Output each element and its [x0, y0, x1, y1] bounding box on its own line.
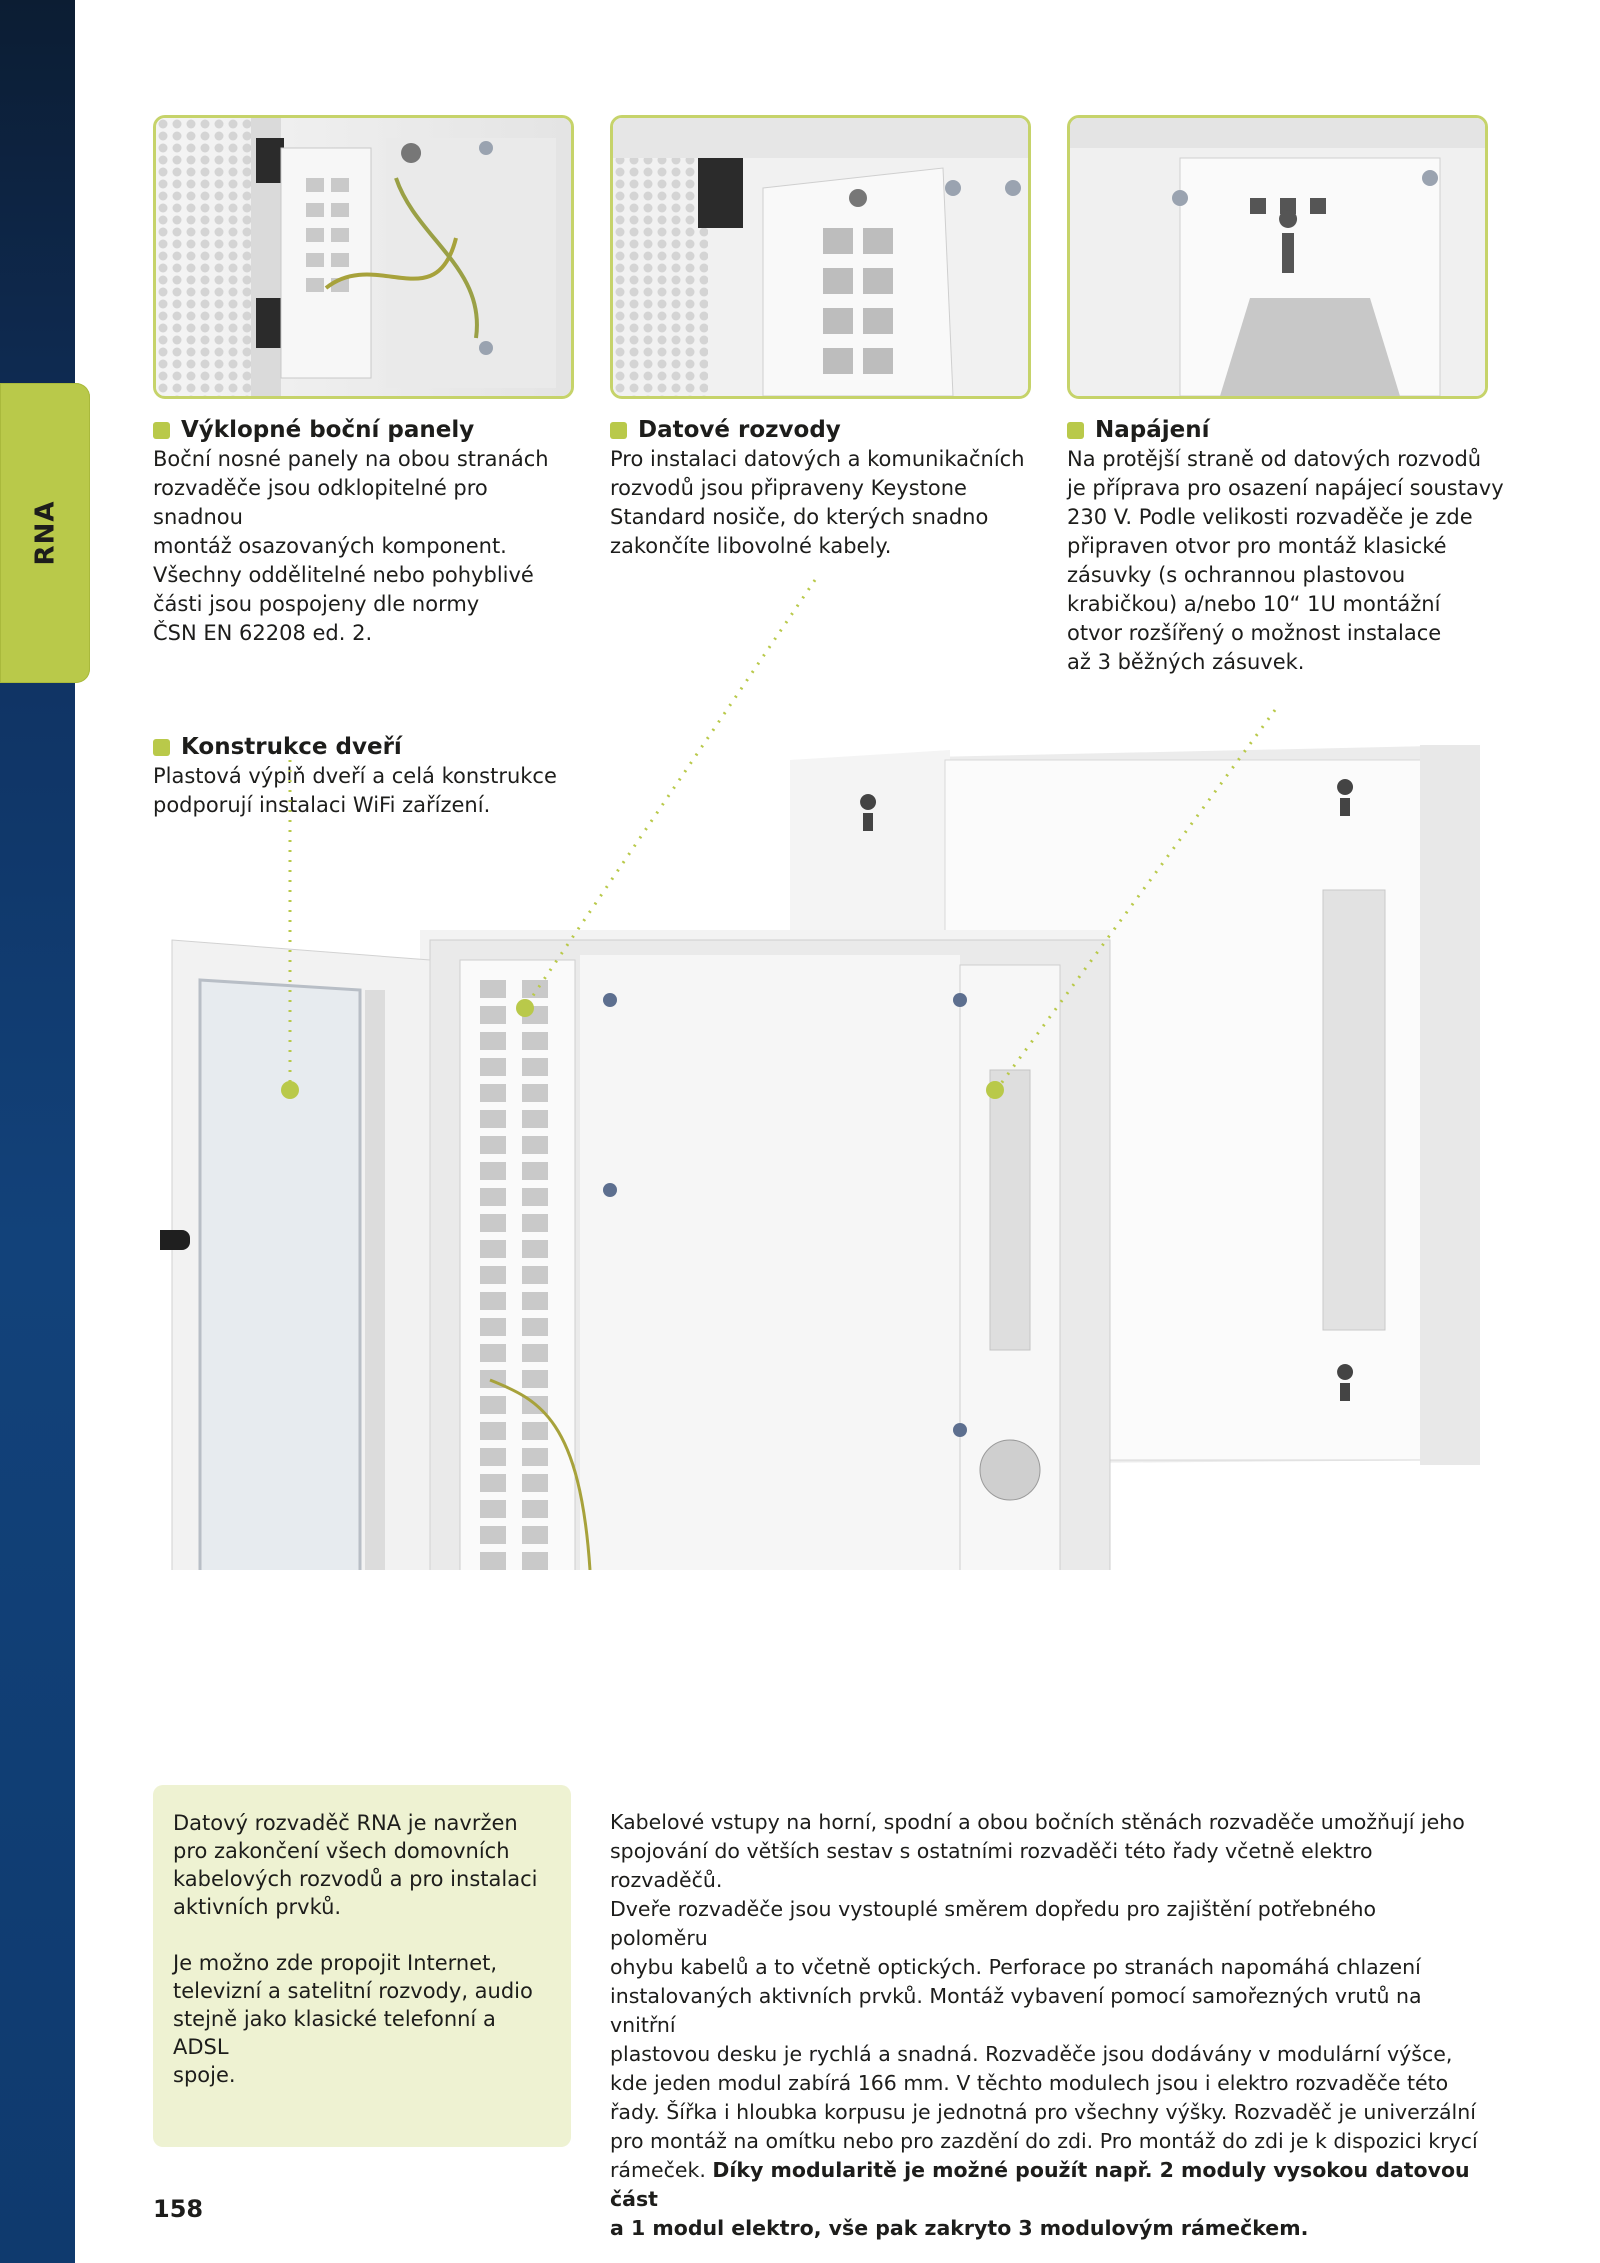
feature-title: Datové rozvody — [638, 417, 841, 443]
photo-power — [1067, 115, 1488, 399]
section-tab-label: RNA — [30, 500, 60, 566]
feature-power: Napájení Na protější straně od datových … — [1067, 415, 1527, 677]
bullet-square — [610, 421, 627, 439]
bullet-square — [153, 738, 170, 756]
photo-keystone — [610, 115, 1031, 399]
feature-title: Napájení — [1095, 417, 1210, 443]
feature-data-wiring: Datové rozvody Pro instalaci datových a … — [610, 415, 1040, 561]
bullet-square — [1067, 421, 1084, 439]
section-tab: RNA — [0, 383, 90, 683]
front-cabinet — [420, 930, 1111, 1570]
sidebar-band — [0, 0, 75, 2263]
open-door — [160, 939, 431, 1570]
feature-title: Konstrukce dveří — [181, 734, 402, 760]
bullet-square — [153, 421, 170, 439]
body-paragraph: Kabelové vstupy na horní, spodní a obou … — [610, 1810, 1478, 2240]
photo-side-panel — [153, 115, 574, 399]
feature-door: Konstrukce dveří Plastová výplň dveří a … — [153, 732, 583, 820]
info-paragraph-2: Je možno zde propojit Internet,televizní… — [173, 1951, 533, 2087]
product-illustration — [160, 579, 1480, 1570]
page-number: 158 — [153, 2195, 204, 2223]
feature-side-panels: Výklopné boční panely Boční nosné panely… — [153, 415, 583, 648]
feature-title: Výklopné boční panely — [181, 417, 475, 443]
